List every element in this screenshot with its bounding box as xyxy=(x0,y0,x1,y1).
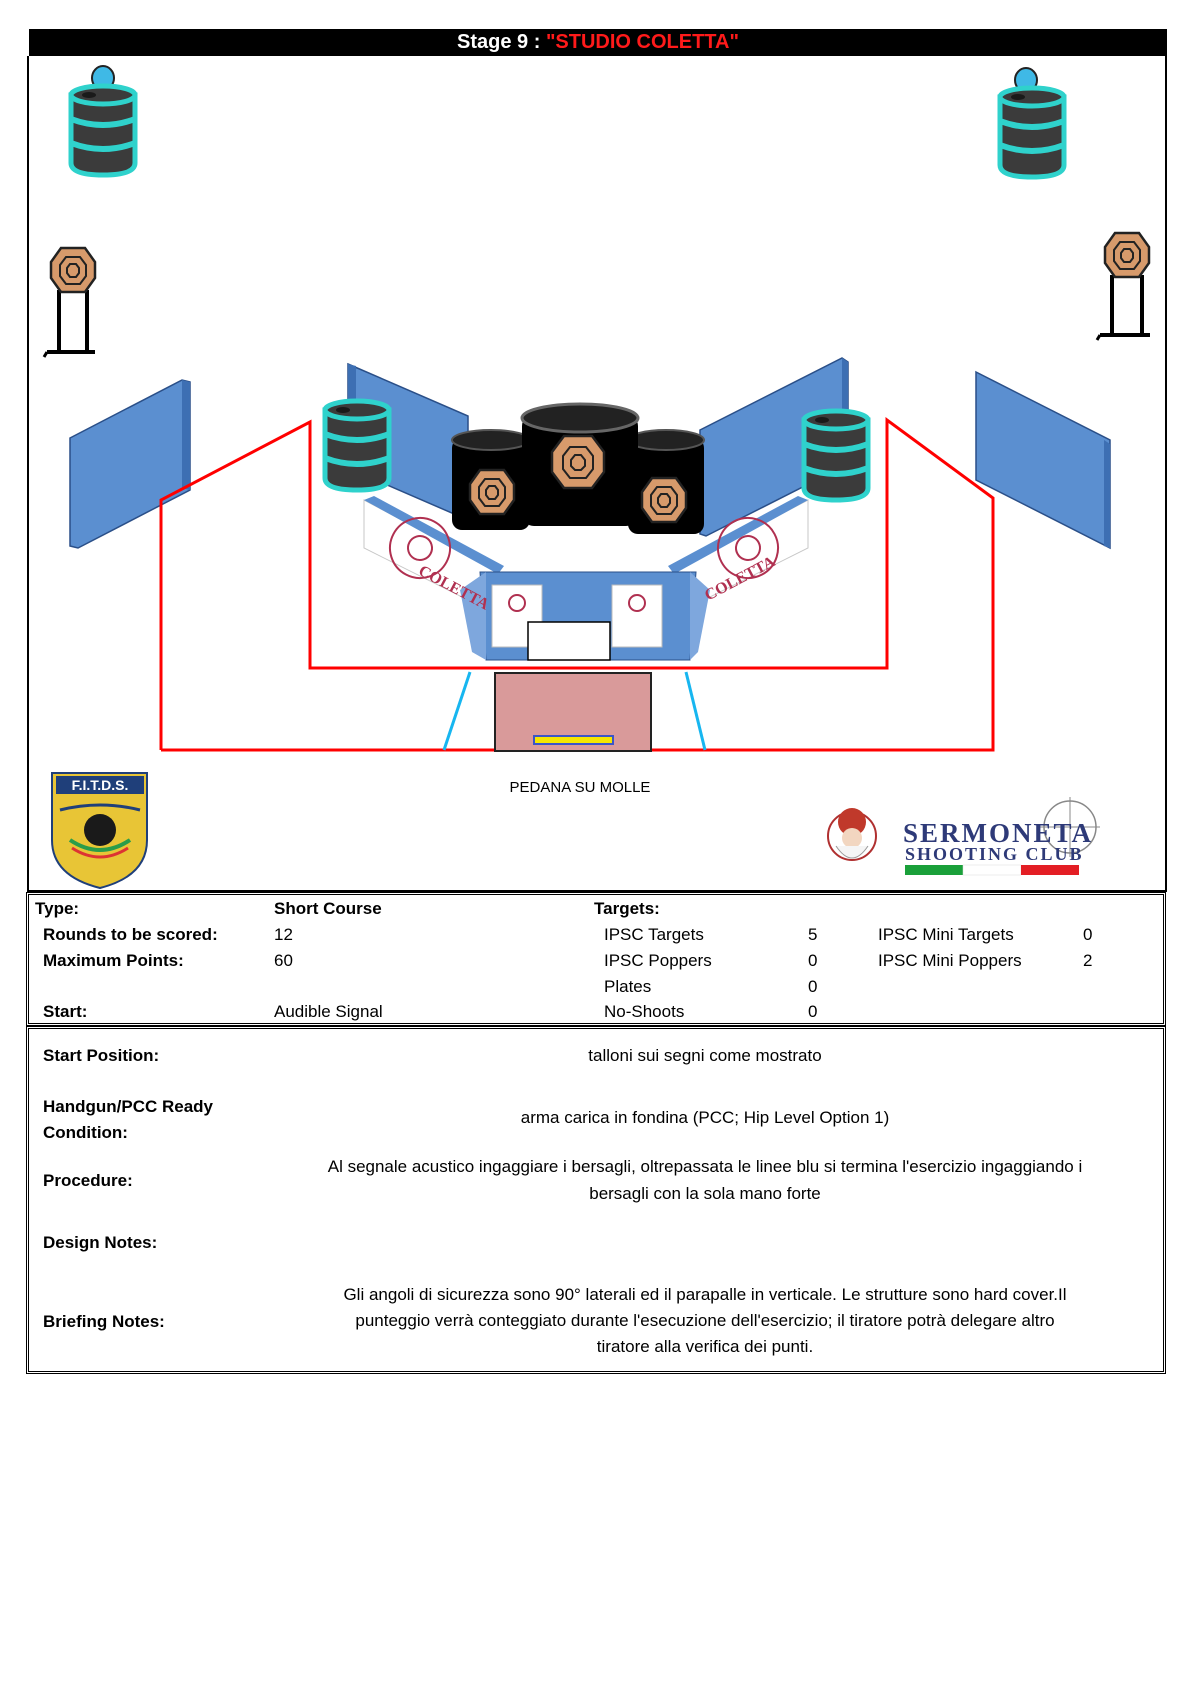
rounds-value: 12 xyxy=(274,925,293,945)
targets-label: Targets: xyxy=(594,899,660,919)
sermoneta-logo-line2: SHOOTING CLUB xyxy=(905,844,1084,864)
ready-condition-value: arma carica in fondina (PCC; Hip Level O… xyxy=(260,1104,1150,1131)
target-stand-right xyxy=(1097,233,1150,340)
fitds-logo: F.I.T.D.S. xyxy=(52,773,147,888)
stage-diagram: COLETTA COLETTA F.I.T.D.S. SERMONETA S xyxy=(0,0,1191,892)
briefing-line-1: Gli angoli di sicurezza sono 90° lateral… xyxy=(260,1281,1150,1308)
target-stand-left xyxy=(44,248,95,357)
target-noshoots-name: No-Shoots xyxy=(604,1002,684,1022)
target-mini-targets-count: 0 xyxy=(1083,925,1092,945)
briefing-line-3: tiratore alla verifica dei punti. xyxy=(260,1333,1150,1360)
target-ipsc-count: 5 xyxy=(808,925,817,945)
start-position-label: Start Position: xyxy=(43,1046,159,1066)
type-value: Short Course xyxy=(274,899,382,919)
spring-platform xyxy=(495,673,651,751)
target-poppers-name: IPSC Poppers xyxy=(604,951,712,971)
sermoneta-logo: SERMONETA SHOOTING CLUB xyxy=(828,797,1100,875)
blue-line-left xyxy=(444,672,470,750)
fitds-logo-text: F.I.T.D.S. xyxy=(72,777,129,793)
pedana-label: PEDANA SU MOLLE xyxy=(480,779,680,796)
type-label: Type: xyxy=(35,899,79,919)
design-notes-label: Design Notes: xyxy=(43,1233,157,1253)
ready-condition-label-2: Condition: xyxy=(43,1123,128,1143)
wall-far-left xyxy=(70,380,190,548)
target-plates-count: 0 xyxy=(808,977,817,997)
wall-far-right xyxy=(976,372,1110,548)
target-mini-targets-name: IPSC Mini Targets xyxy=(878,925,1014,945)
center-barrel-big xyxy=(522,404,638,526)
ready-condition-label-1: Handgun/PCC Ready xyxy=(43,1097,213,1117)
blue-line-right xyxy=(686,672,705,750)
rounds-label: Rounds to be scored: xyxy=(43,925,218,945)
target-mini-poppers-name: IPSC Mini Poppers xyxy=(878,951,1022,971)
start-label: Start: xyxy=(43,1002,87,1022)
barrel-left-small xyxy=(325,401,389,490)
start-value: Audible Signal xyxy=(274,1002,383,1022)
target-ipsc-name: IPSC Targets xyxy=(604,925,704,945)
target-plates-name: Plates xyxy=(604,977,651,997)
max-points-label: Maximum Points: xyxy=(43,951,184,971)
start-position-value: talloni sui segni come mostrato xyxy=(260,1042,1150,1069)
procedure-label: Procedure: xyxy=(43,1171,133,1191)
procedure-line-2: bersagli con la sola mano forte xyxy=(260,1180,1150,1207)
mini-popper-left xyxy=(71,66,135,175)
procedure-line-1: Al segnale acustico ingaggiare i bersagl… xyxy=(260,1153,1150,1180)
briefing-line-2: punteggio verrà conteggiato durante l'es… xyxy=(260,1307,1150,1334)
briefing-notes-label: Briefing Notes: xyxy=(43,1312,165,1332)
center-barrel-right xyxy=(628,430,704,534)
mini-popper-right xyxy=(1000,68,1064,177)
target-noshoots-count: 0 xyxy=(808,1002,817,1022)
barrel-right-small xyxy=(804,411,868,500)
center-barrel-left xyxy=(452,430,530,530)
target-poppers-count: 0 xyxy=(808,951,817,971)
target-mini-poppers-count: 2 xyxy=(1083,951,1092,971)
max-points-value: 60 xyxy=(274,951,293,971)
